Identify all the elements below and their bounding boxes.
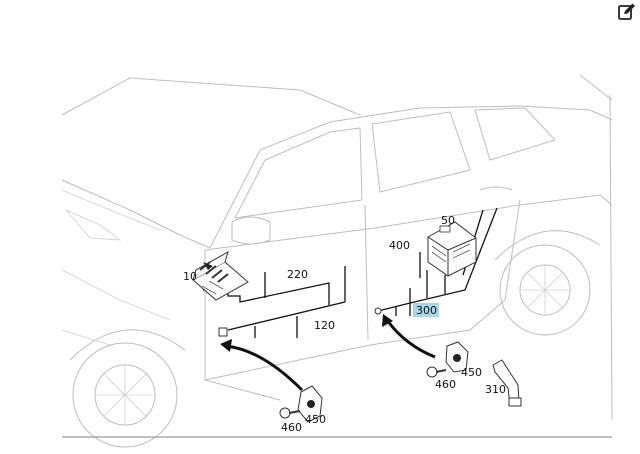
pressure-sensor-right — [445, 341, 469, 373]
vehicle-outline — [61, 74, 613, 448]
callout-300[interactable]: 300 — [416, 304, 437, 317]
control-module-10 — [192, 250, 249, 301]
callout-450-left: 450 — [305, 413, 326, 426]
control-module-50 — [427, 221, 477, 277]
callout-460-left: 460 — [281, 421, 302, 434]
install-arrows — [220, 314, 436, 392]
callout-400: 400 — [389, 239, 410, 252]
callout-460-right: 460 — [435, 378, 456, 391]
screw-right — [426, 366, 447, 378]
pressure-sensor-left — [297, 385, 323, 423]
callout-220: 220 — [287, 268, 308, 281]
callout-120: 120 — [314, 319, 335, 332]
callout-10: 10 — [183, 270, 197, 283]
callout-50: 50 — [441, 214, 455, 227]
highlight-300 — [413, 303, 439, 317]
edit-icon[interactable] — [617, 2, 637, 22]
callout-450-right: 450 — [461, 366, 482, 379]
screw-left — [279, 407, 301, 419]
callout-310: 310 — [485, 383, 506, 396]
connector-310 — [492, 359, 522, 407]
